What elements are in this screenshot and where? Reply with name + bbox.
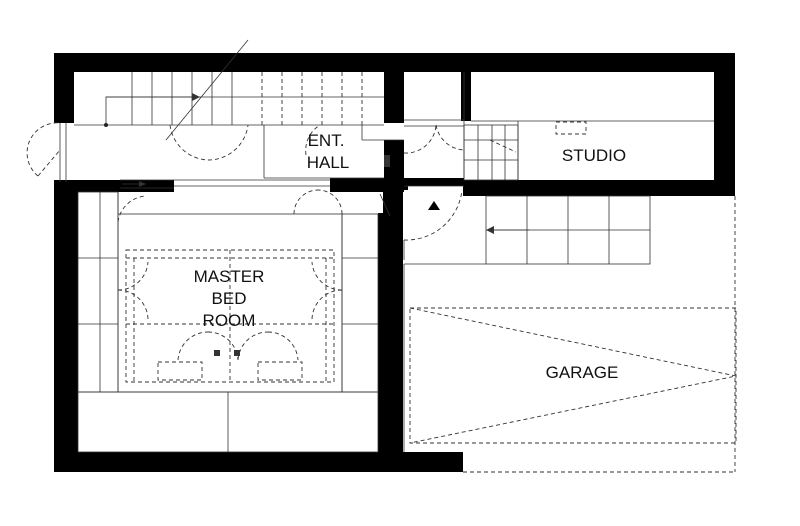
ent-hall-label-line2: HALL — [307, 153, 350, 172]
garage-area — [403, 196, 737, 473]
master-bedroom — [77, 189, 379, 453]
garage-label: GARAGE — [546, 363, 619, 382]
master-bedroom-label-line2: BED — [212, 289, 247, 308]
entrance-corridor — [26, 122, 404, 189]
room-labels: MASTER BED ROOM ENT. HALL STUDIO GARAGE — [194, 131, 627, 382]
master-bedroom-label-line3: ROOM — [203, 311, 256, 330]
ent-hall-label-line1: ENT. — [308, 131, 345, 150]
studio-stair — [379, 72, 714, 260]
staircase — [74, 39, 384, 141]
studio-label: STUDIO — [562, 146, 626, 165]
walls — [54, 53, 735, 472]
entry-marker-icon — [428, 201, 440, 210]
outdoor-steps — [404, 195, 651, 265]
master-bedroom-label-line1: MASTER — [194, 267, 265, 286]
